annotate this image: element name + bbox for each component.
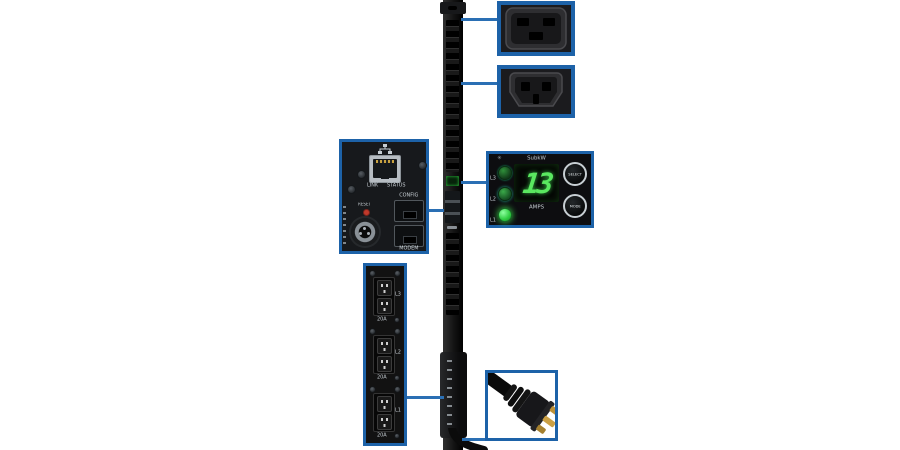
- outlet-module-l2: [373, 335, 395, 374]
- outlet-icon: [376, 298, 392, 314]
- serial-label-strip: [343, 206, 346, 248]
- screw-icon: [394, 386, 401, 393]
- meter-mode-button-label: MODE: [569, 203, 581, 209]
- screw-icon: [369, 328, 376, 335]
- config-port-1[interactable]: [394, 200, 424, 222]
- bar-outlet-column-lower: [446, 233, 459, 315]
- outlet-icon: [376, 396, 392, 412]
- bar-meter-glow: [446, 176, 459, 186]
- bar-outlet-column-upper: [446, 20, 459, 172]
- screw-icon: [369, 270, 376, 277]
- rating-label-l3: 20A: [377, 316, 387, 322]
- callout-digital-meter: ✳ L3 L2 L1 SubkW 13 AMPS SELECT MODE: [486, 151, 594, 228]
- outlet-icon: [376, 414, 392, 430]
- link-label: LINK: [367, 182, 379, 188]
- status-label: STATUS: [387, 182, 406, 188]
- meter-select-button-label: SELECT: [568, 171, 582, 177]
- screw-icon: [394, 328, 401, 335]
- c13-outlet-icon: [509, 72, 563, 107]
- callout-line-plug: [462, 438, 485, 441]
- phase-label-l1: L1: [395, 407, 401, 413]
- meter-display: 13: [514, 164, 559, 202]
- rating-label-l1: 20A: [377, 432, 387, 438]
- bar-outlet-module-pins: [447, 360, 452, 428]
- power-cord: [448, 428, 488, 450]
- config-ports[interactable]: [394, 200, 424, 250]
- modem-label: MODEM: [399, 245, 419, 251]
- led-phase-l2: [498, 187, 512, 201]
- callout-line-module: [429, 209, 444, 212]
- rating-label-l2: 20A: [377, 374, 387, 380]
- outlet-icon: [376, 280, 392, 296]
- outlet-icon: [376, 338, 392, 354]
- bar-network-ports: [445, 191, 460, 223]
- phase-label-l2: L2: [395, 349, 401, 355]
- led-label-l2: L2: [490, 196, 496, 202]
- callout-line-meter: [461, 181, 486, 184]
- outlet-icon: [376, 356, 392, 372]
- led-label-l3: L3: [490, 175, 496, 181]
- ethernet-network-icon: [378, 144, 392, 154]
- callout-c19-outlet: [497, 1, 575, 56]
- screw-icon: [347, 185, 356, 194]
- screw-icon: [394, 375, 400, 381]
- callout-line-c19: [461, 18, 498, 21]
- ethernet-port[interactable]: [369, 155, 401, 183]
- outlet-module-l3: [373, 277, 395, 316]
- meter-top-label: SubkW: [527, 155, 546, 162]
- callout-line-c13: [461, 82, 498, 85]
- screw-icon: [369, 386, 376, 393]
- screw-icon: [394, 317, 400, 323]
- led-label-l1: L1: [490, 217, 496, 223]
- led-phase-l1: [498, 208, 512, 222]
- callout-outlet-panel: L3 20A L2 20A L1 20A: [363, 263, 407, 446]
- meter-bottom-label: AMPS: [528, 204, 545, 211]
- config-label: CONFIG: [399, 192, 419, 198]
- callout-c13-outlet: [497, 65, 575, 118]
- config-port-2[interactable]: [394, 225, 424, 247]
- twist-lock-plug-icon: [478, 368, 561, 434]
- meter-value: 13: [520, 166, 553, 200]
- callout-power-plug: [478, 368, 561, 441]
- reset-button[interactable]: [363, 209, 370, 216]
- mounting-bracket: [440, 2, 466, 14]
- reset-label: RESET: [358, 202, 371, 208]
- screw-icon: [394, 270, 401, 277]
- din-connector[interactable]: [351, 218, 379, 246]
- meter-mode-button[interactable]: MODE: [563, 194, 587, 218]
- callout-network-module: LINK STATUS CONFIG MODEM RESET: [339, 139, 429, 254]
- outlet-module-l1: [373, 393, 395, 432]
- meter-select-button[interactable]: SELECT: [563, 162, 587, 186]
- screw-icon: [418, 161, 427, 170]
- bar-outlet-module: [440, 352, 467, 438]
- c19-outlet-icon: [505, 7, 567, 50]
- bar-label-mark: [447, 226, 457, 229]
- callout-line-panel: [407, 396, 444, 399]
- phase-label-l3: L3: [395, 291, 401, 297]
- screw-icon: [394, 433, 400, 439]
- screw-icon: [357, 170, 366, 179]
- meter-mode-icon: ✳: [497, 155, 502, 162]
- led-phase-l3: [498, 166, 512, 180]
